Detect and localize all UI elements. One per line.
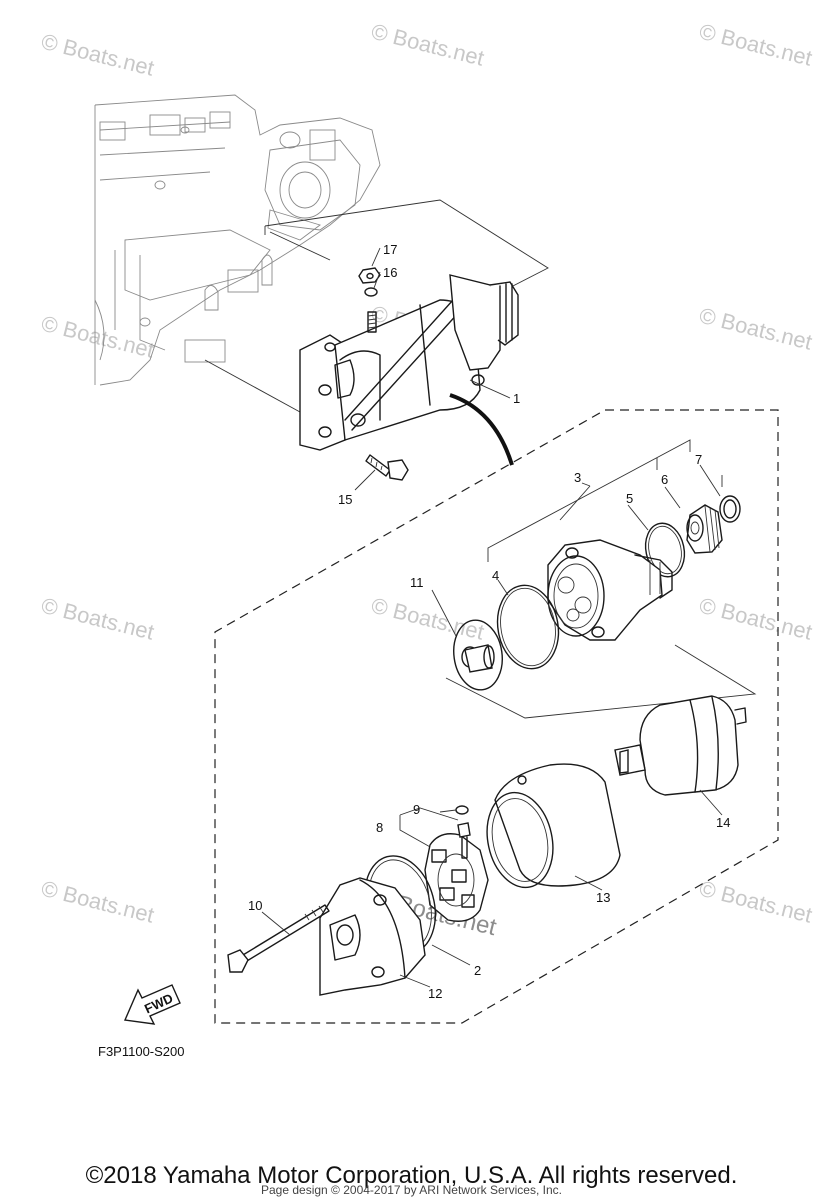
circlip-7 (719, 495, 741, 523)
part-label-16: 16 (383, 265, 397, 280)
o-ring-9-and-screw (455, 805, 471, 859)
diagram-code: F3P1100-S200 (98, 1044, 185, 1059)
fwd-arrow: FWD (123, 984, 181, 1025)
leader-lines (261, 247, 723, 988)
watermark: © Boats.net (369, 19, 487, 71)
watermark: © Boats.net (39, 311, 157, 363)
watermark: © Boats.net (39, 593, 157, 645)
nut-washer-stud (358, 267, 381, 333)
yoke-13 (486, 763, 621, 889)
armature-14 (614, 695, 747, 796)
part-label-4: 4 (492, 568, 499, 583)
part-label-15: 15 (338, 492, 352, 507)
bolt-15 (365, 454, 409, 481)
long-bolt-10 (227, 904, 330, 973)
part-label-7: 7 (695, 452, 702, 467)
rear-cover-12 (319, 877, 426, 996)
part-label-11: 11 (410, 575, 424, 590)
o-ring-5 (644, 522, 686, 578)
watermark: © Boats.net (697, 303, 815, 355)
brush-holder-8 (424, 833, 489, 922)
part-label-9: 9 (413, 802, 420, 817)
gear-housing-3 (547, 539, 673, 641)
part-label-12: 12 (428, 986, 442, 1001)
part-label-1: 1 (513, 391, 520, 406)
part-label-3: 3 (574, 470, 581, 485)
exploded-view-boundary (214, 409, 779, 1024)
part-label-17: 17 (383, 242, 397, 257)
mounting-lines (204, 199, 549, 413)
group-brackets (399, 439, 757, 849)
watermark: © Boats.net (369, 593, 487, 645)
watermark: © Boats.net (697, 876, 815, 928)
page-design-credit: Page design © 2004-2017 by ARI Network S… (260, 1183, 562, 1197)
watermark: © Boats.net (39, 29, 157, 81)
part-label-14: 14 (716, 815, 730, 830)
part-labels: 1 2 3 4 5 6 7 8 9 10 11 12 13 14 15 16 1… (248, 242, 730, 1001)
part-label-5: 5 (626, 491, 633, 506)
watermark: © Boats.net (697, 19, 815, 71)
part-label-2: 2 (474, 963, 481, 978)
o-ring-4 (496, 584, 560, 670)
washer-plate-11 (453, 619, 503, 691)
starter-motor-assembly (299, 274, 519, 466)
part-label-13: 13 (596, 890, 610, 905)
part-label-8: 8 (376, 820, 383, 835)
watermarks: © Boats.net © Boats.net © Boats.net © Bo… (39, 19, 815, 942)
watermark: © Boats.net (39, 876, 157, 928)
part-label-6: 6 (661, 472, 668, 487)
part-label-10: 10 (248, 898, 262, 913)
copyright-notice: ©2018 Yamaha Motor Corporation, U.S.A. A… (85, 1162, 738, 1189)
pinion-gear-6 (686, 504, 723, 554)
watermark: © Boats.net (697, 593, 815, 645)
